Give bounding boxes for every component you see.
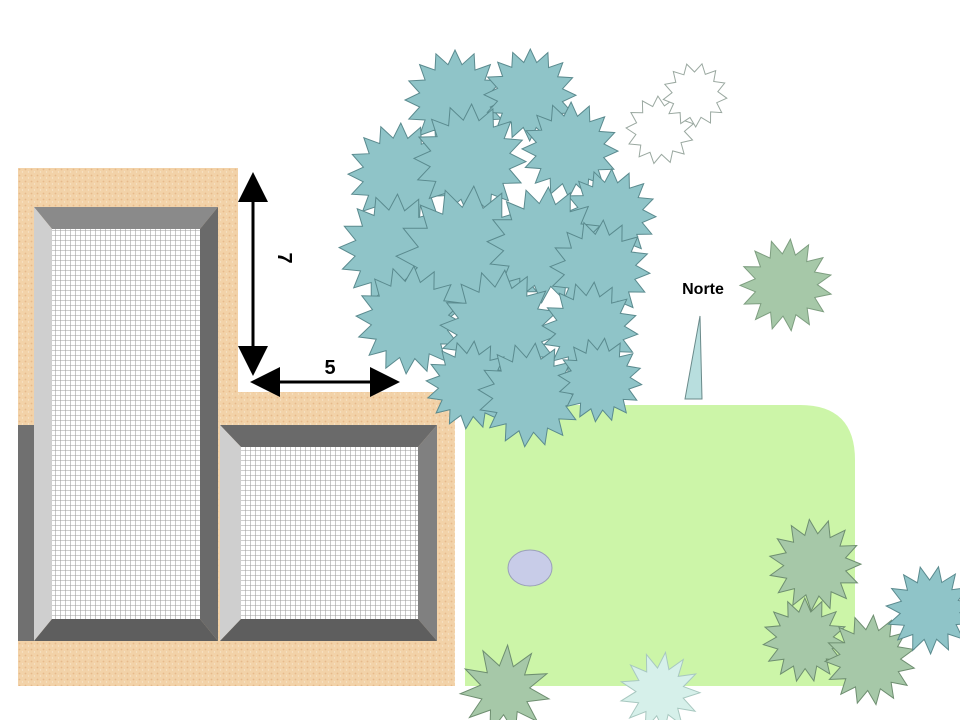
shrub-icon <box>762 596 849 683</box>
tree-icon <box>557 337 643 423</box>
plants-group <box>337 47 960 720</box>
dimension-vertical-label: 7 <box>273 252 295 263</box>
shrub-icon <box>823 613 916 706</box>
building-edge <box>18 425 34 641</box>
tree-icon <box>412 102 528 218</box>
shrub-icon <box>768 518 863 613</box>
lawn <box>465 405 855 686</box>
shrub-icon <box>458 643 551 720</box>
shrub-icon <box>738 237 833 332</box>
stepping-stone <box>507 549 553 587</box>
tall-roof <box>34 207 218 641</box>
dimension-horizontal-label: 5 <box>324 357 335 379</box>
shrub-icon <box>619 650 702 720</box>
tree-icon <box>477 342 583 448</box>
tree-icon <box>884 565 960 656</box>
short-roof <box>220 425 437 641</box>
tree-outline-icon <box>662 62 728 129</box>
north-label: Norte <box>682 281 724 298</box>
north-arrow-icon <box>684 315 703 400</box>
